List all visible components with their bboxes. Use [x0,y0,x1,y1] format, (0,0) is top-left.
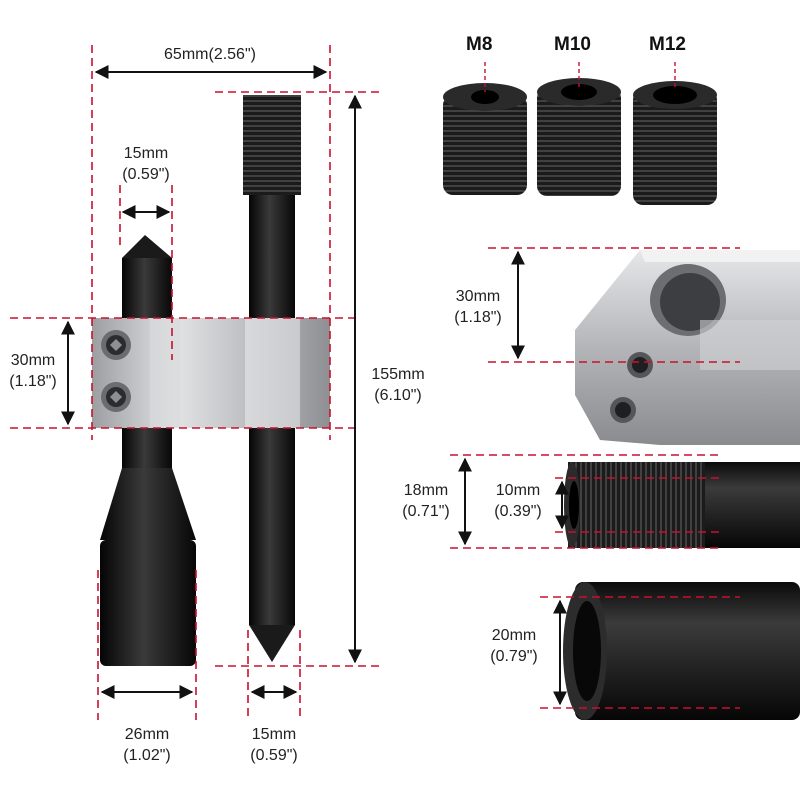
dimension-in: (0.59") [122,166,170,183]
dimension-mm: 20mm [491,627,537,644]
set-screw-icon [627,352,653,378]
dimension-mm: 30mm [455,288,501,305]
dimension-guides [10,45,740,720]
dimension-mm: 155mm [371,366,425,383]
clamp-height-detail-label: 30mm (1.18") [438,286,518,328]
dimension-mm: 15mm [123,145,169,162]
set-screw-icon [101,382,131,412]
overall-length-label: 155mm (6.10") [358,364,438,406]
dimension-mm: 18mm [403,482,449,499]
dimension-in: (1.02") [123,747,171,764]
dimension-in: (0.71") [402,503,450,520]
dimension-arrows [61,65,569,706]
rod-diameter-label: 15mm (0.59") [224,724,324,766]
sleeve-diameter-label: 20mm (0.79") [474,625,554,667]
dimension-in: (0.39") [494,503,542,520]
clamp-height-left-label: 30mm (1.18") [0,350,66,392]
thread-outer-label: 18mm (0.71") [386,480,466,522]
thread-size-m10: M10 [554,34,591,55]
thread-inner-label: 10mm (0.39") [478,480,558,522]
thread-size-m12: M12 [649,34,686,55]
dimension-in: (1.18") [454,309,502,326]
threaded-end-photo [564,462,800,548]
dimension-mm: 26mm [124,726,170,743]
dimension-in: (0.59") [250,747,298,764]
insert-m10 [537,78,621,196]
aluminium-clamp [92,318,330,428]
handle-diameter-label: 26mm (1.02") [97,724,197,766]
dimension-in: (0.79") [490,648,538,665]
sleeve-photo [563,582,800,720]
set-screw-icon [101,330,131,360]
dimension-mm: 15mm [251,726,297,743]
dimension-in: (1.18") [9,373,57,390]
cone-tip-width-label: 15mm (0.59") [96,143,196,185]
dimension-in: (6.10") [374,387,422,404]
set-screw-icon [610,397,636,423]
clamp-detail-photo [575,250,800,445]
insert-m8 [443,83,527,195]
cone-tool [100,235,196,666]
dimension-mm: 30mm [10,352,56,369]
thread-size-m8: M8 [466,34,493,55]
overall-width-label: 65mm(2.56") [164,46,256,63]
dimension-mm: 10mm [495,482,541,499]
insert-m12 [633,81,717,205]
